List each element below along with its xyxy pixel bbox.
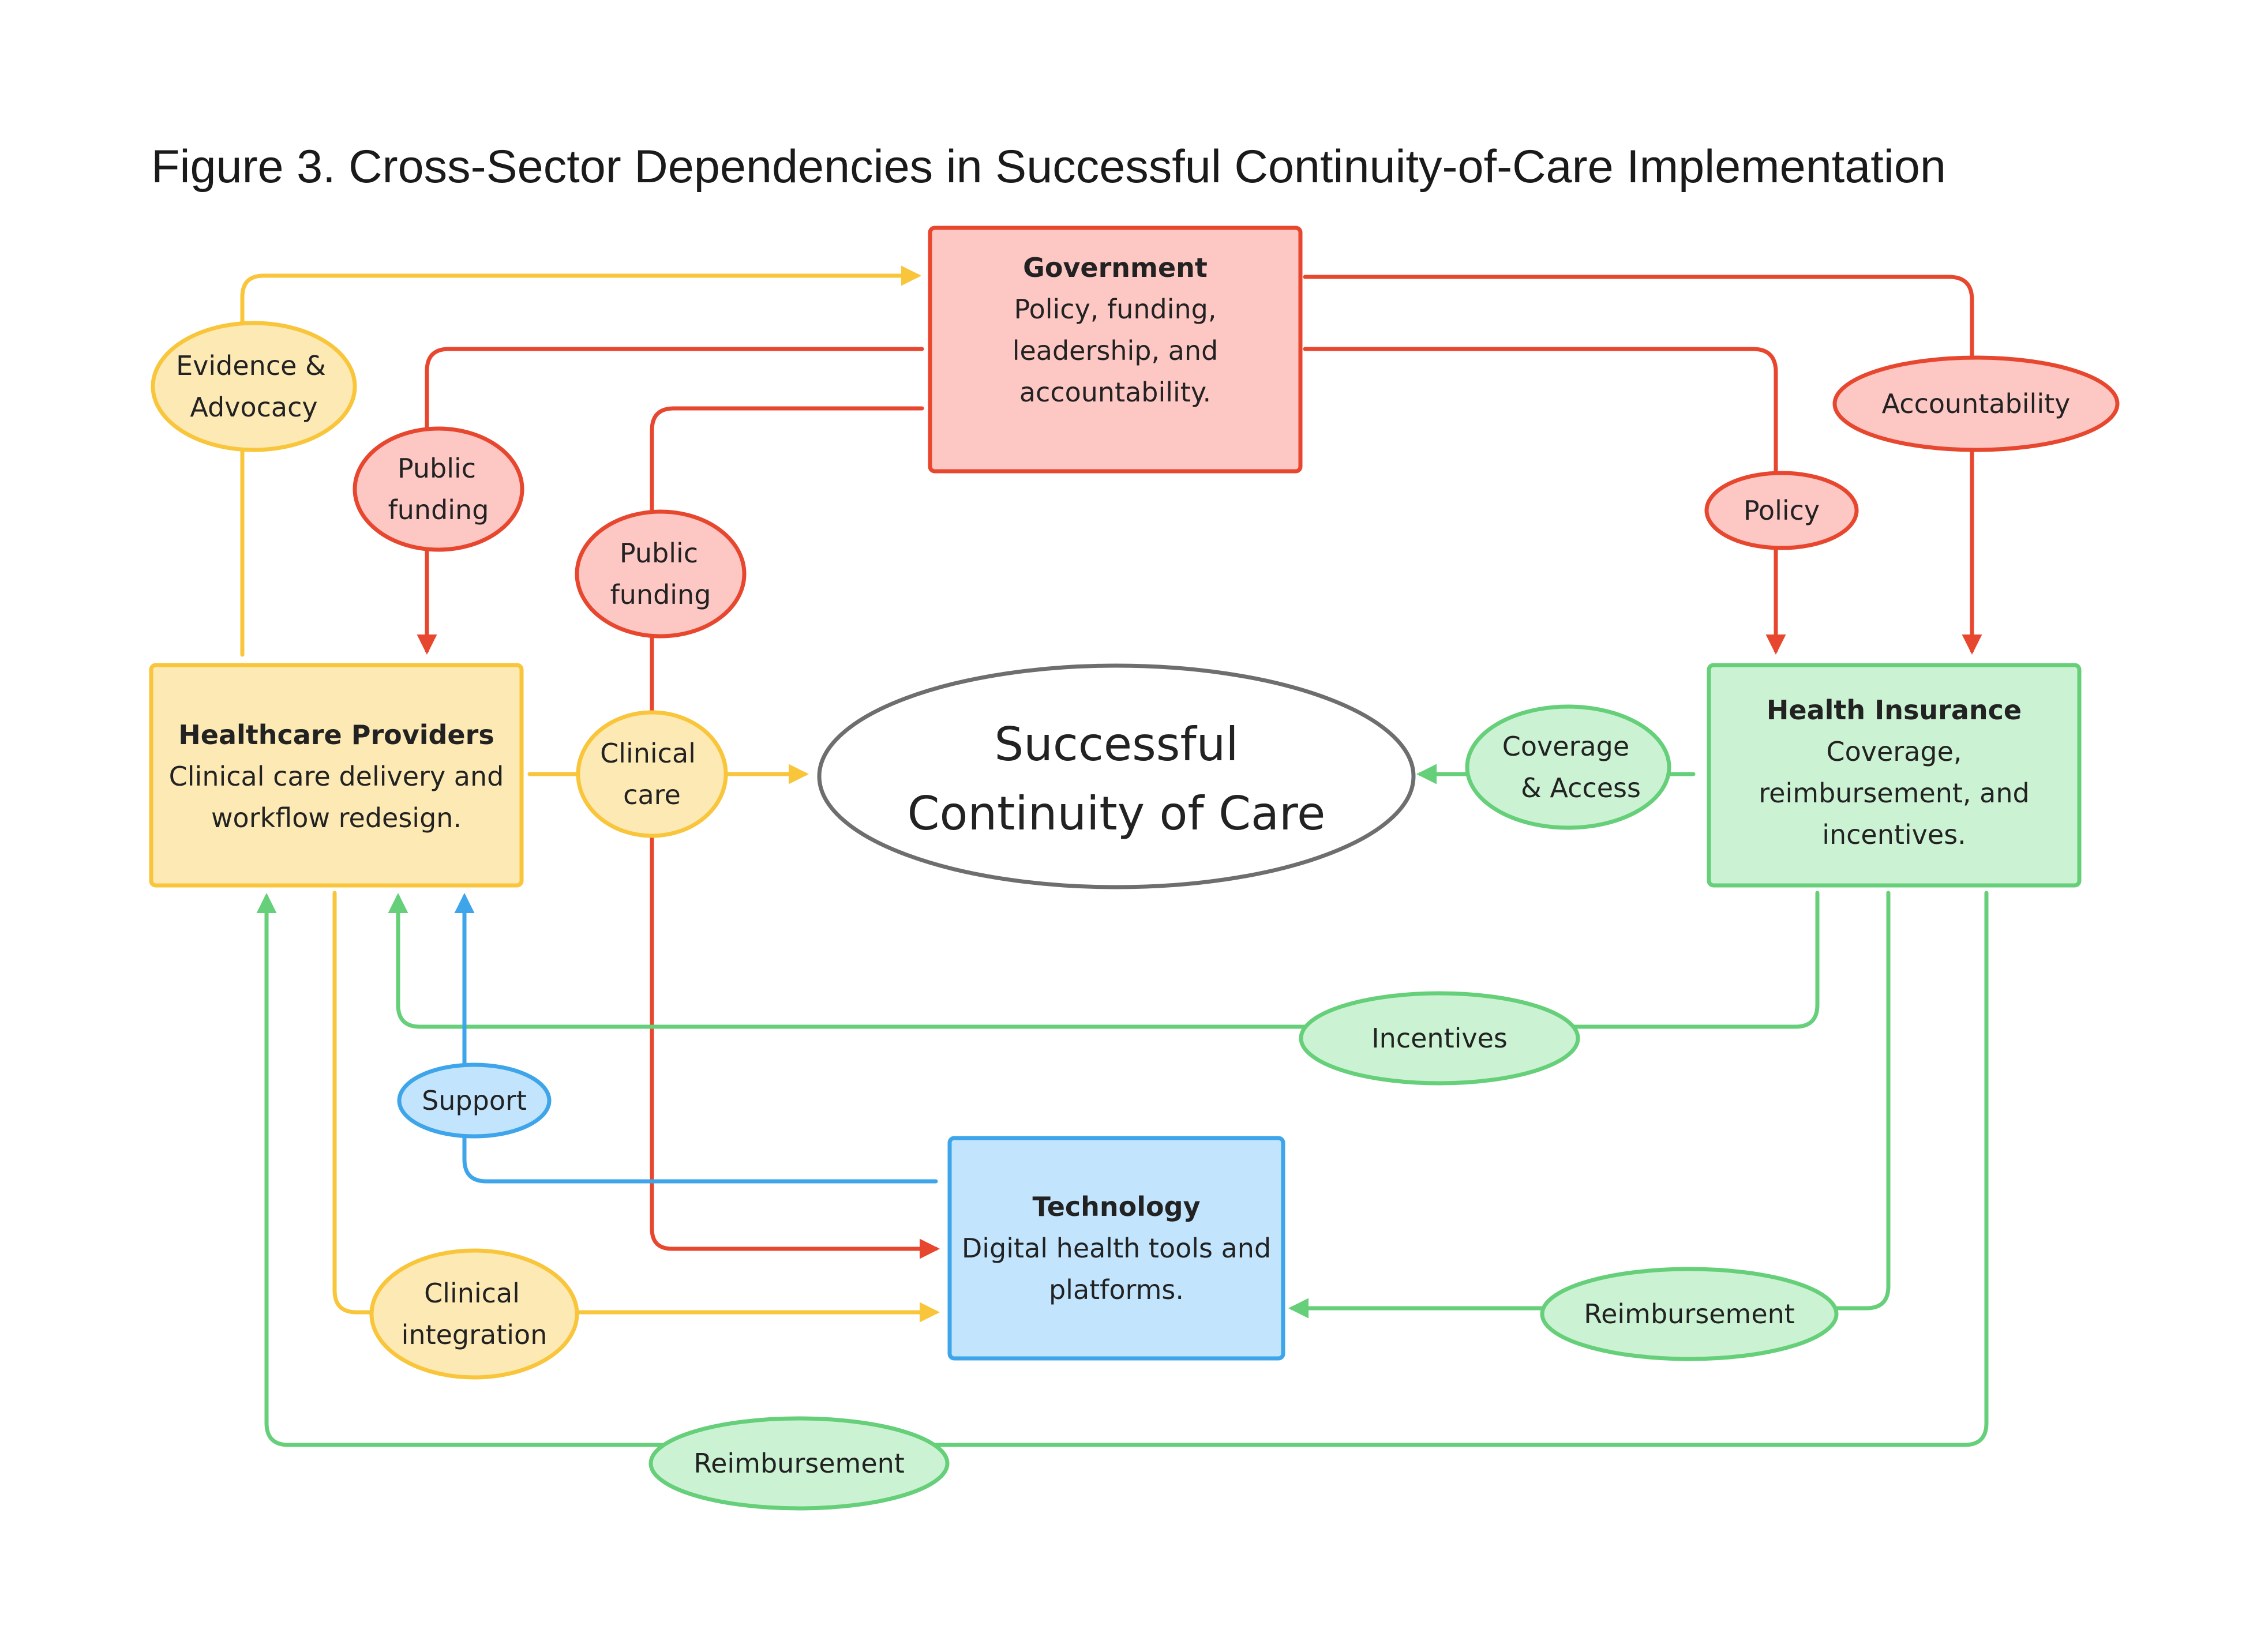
providers-desc-line: Clinical care delivery and	[169, 761, 504, 792]
flow-incentives	[388, 891, 1820, 1029]
flow-support	[454, 893, 938, 1184]
flow-public-funding-providers	[417, 347, 924, 655]
label-text: Support	[422, 1085, 527, 1116]
label-incentives: Incentives	[1299, 991, 1580, 1086]
label-policy: Policy	[1704, 471, 1859, 550]
label-coverage-access: Coverage & Access	[1465, 704, 1671, 830]
government-desc-line: accountability.	[1019, 377, 1211, 408]
label-text: & Access	[1521, 772, 1641, 804]
insurance-node: Health Insurance Coverage, reimbursement…	[1707, 663, 2082, 888]
government-node: Government Policy, funding, leadership, …	[928, 226, 1303, 474]
label-text: Evidence &	[176, 350, 326, 381]
flow-reimbursement-technology	[1288, 891, 1891, 1319]
flow-reimbursement-providers	[256, 891, 1989, 1447]
connectors	[240, 265, 1989, 1447]
label-reimbursement-providers: Reimbursement	[648, 1416, 950, 1511]
label-text: care	[623, 779, 681, 810]
label-text: Reimbursement	[693, 1448, 905, 1479]
insurance-desc-line: reimbursement, and	[1759, 778, 2029, 809]
technology-node: Technology Digital health tools and plat…	[947, 1136, 1285, 1361]
label-evidence-advocacy: Evidence & Advocacy	[151, 321, 357, 452]
label-text: Reimbursement	[1584, 1298, 1795, 1330]
label-text: Clinical	[600, 738, 696, 769]
label-accountability: Accountability	[1832, 355, 2120, 452]
center-line: Continuity of Care	[908, 787, 1326, 840]
label-public-funding-technology: Public funding	[575, 509, 747, 639]
technology-desc-line: Digital health tools and	[962, 1233, 1271, 1264]
label-text: funding	[388, 494, 489, 525]
government-desc-line: leadership, and	[1013, 335, 1219, 366]
government-desc-line: Policy, funding,	[1014, 294, 1216, 325]
insurance-desc-line: incentives.	[1822, 819, 1966, 850]
label-text: Accountability	[1882, 388, 2071, 419]
label-text: funding	[610, 579, 711, 610]
technology-title: Technology	[1032, 1191, 1200, 1222]
providers-desc-line: workflow redesign.	[211, 802, 462, 833]
label-text: Public	[398, 453, 476, 484]
providers-node: Healthcare Providers Clinical care deliv…	[149, 663, 524, 888]
label-clinical-integration: Clinical integration	[369, 1248, 579, 1380]
label-clinical-care: Clinical care	[576, 710, 728, 838]
label-text: integration	[402, 1319, 548, 1350]
flow-clinical-integration	[332, 891, 940, 1323]
label-text: Coverage	[1502, 731, 1629, 762]
label-reimbursement-technology: Reimbursement	[1540, 1267, 1839, 1361]
continuity-of-care-node: Successful Continuity of Care	[817, 663, 1416, 889]
label-text: Policy	[1744, 495, 1820, 526]
flow-accountability	[1303, 275, 1982, 655]
providers-title: Healthcare Providers	[178, 719, 494, 750]
label-text: Incentives	[1371, 1023, 1508, 1054]
label-support: Support	[397, 1062, 552, 1139]
government-title: Government	[1023, 252, 1208, 283]
technology-desc-line: platforms.	[1049, 1274, 1184, 1305]
center-line: Successful	[994, 718, 1238, 771]
flow-policy	[1303, 347, 1786, 655]
insurance-title: Health Insurance	[1767, 694, 2022, 726]
label-public-funding-providers: Public funding	[353, 426, 524, 552]
flow-public-funding-technology	[650, 406, 940, 1259]
flow-evidence-advocacy	[240, 265, 921, 657]
label-text: Clinical	[424, 1278, 520, 1309]
label-text: Public	[620, 538, 698, 569]
label-text: Advocacy	[190, 392, 317, 423]
insurance-desc-line: Coverage,	[1826, 736, 1962, 767]
figure-title: Figure 3. Cross-Sector Dependencies in S…	[151, 141, 1946, 193]
